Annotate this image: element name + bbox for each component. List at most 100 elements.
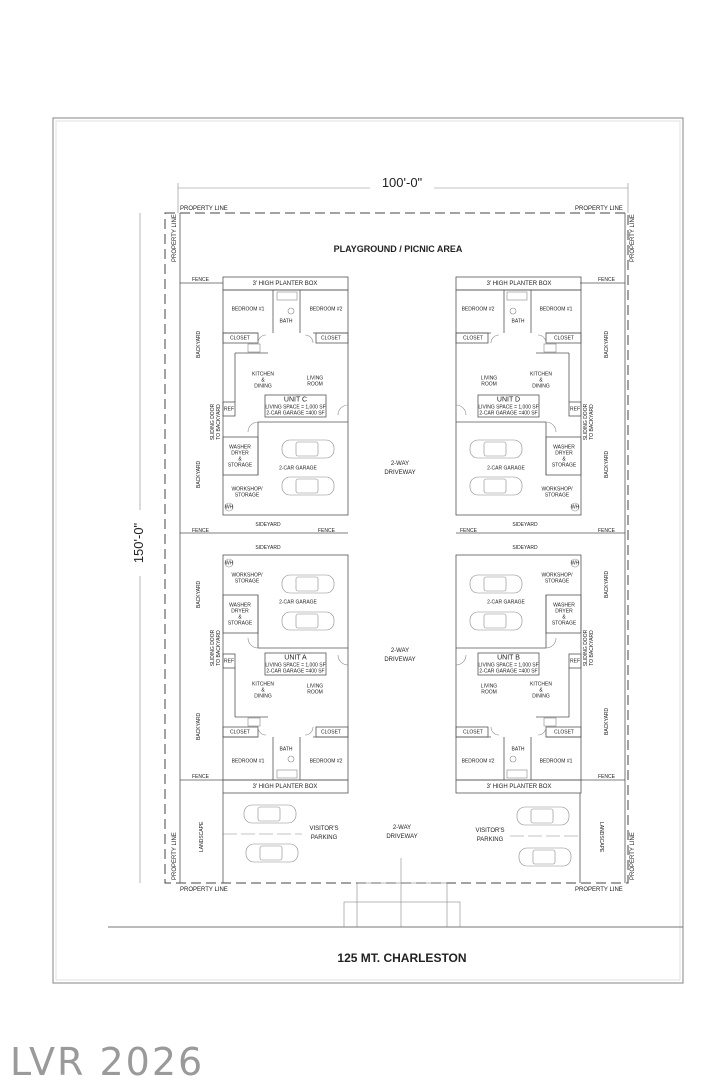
fence-label: FENCE: [318, 528, 336, 534]
workshop-label: WORKSHOP/: [231, 572, 263, 578]
car-icon: [281, 611, 335, 631]
living-room-label: ROOM: [307, 689, 323, 695]
driveway-label: 2-WAY: [391, 648, 409, 654]
property-line-label-tl: PROPERTY LINE: [180, 206, 228, 212]
sideyard-label: SIDEYARD: [512, 522, 538, 528]
bedroom-1-label: BEDROOM #1: [540, 306, 573, 312]
landscape-label: LANDSCAPE: [598, 822, 604, 853]
garage-label: 2-CAR GARAGE: [279, 599, 317, 605]
water-heater-label: WH: [225, 504, 234, 510]
washer-label: STORAGE: [552, 620, 577, 626]
living-room-label: LIVING: [307, 375, 324, 381]
ref-label: REF: [570, 658, 580, 664]
closet-label: CLOSET: [554, 335, 574, 341]
car-icon: [469, 611, 523, 631]
fence-label: FENCE: [598, 277, 616, 283]
water-heater-label: WH: [571, 560, 580, 566]
bedroom-1-label: BEDROOM #1: [232, 758, 265, 764]
kitchen-label: KITCHEN: [252, 371, 274, 377]
backyard-label: BACKYARD: [196, 330, 202, 358]
visitor-car-icon: [518, 847, 572, 867]
closet-label: CLOSET: [230, 729, 250, 735]
living-space-label: LIVING SPACE = 1,000 SF: [265, 404, 325, 410]
water-heater-label: WH: [571, 504, 580, 510]
garage-label: 2-CAR GARAGE: [487, 465, 525, 471]
kitchen-label: DINING: [532, 693, 550, 699]
planter-box-label: 3' HIGH PLANTER BOX: [253, 784, 318, 790]
workshop-label: STORAGE: [235, 492, 260, 498]
car-icon: [469, 574, 523, 594]
depth-dimension-text: 150'-0": [131, 522, 146, 563]
planter-box-label: 3' HIGH PLANTER BOX: [487, 784, 552, 790]
sliding-door-label: TO BACKYARD: [216, 404, 222, 440]
closet-label: CLOSET: [463, 729, 483, 735]
sliding-door-label: TO BACKYARD: [589, 404, 595, 440]
kitchen-label: &: [539, 377, 543, 383]
kitchen-label: DINING: [532, 383, 550, 389]
visitor-car-icon: [516, 806, 570, 826]
backyard-label: BACKYARD: [604, 707, 610, 735]
backyard-label: BACKYARD: [196, 580, 202, 608]
planter-box-label: 3' HIGH PLANTER BOX: [487, 281, 552, 287]
unit-title: UNIT C: [284, 396, 307, 403]
kitchen-label: &: [261, 377, 265, 383]
kitchen-label: &: [539, 687, 543, 693]
washer-label: DRYER: [555, 450, 573, 456]
living-room-label: ROOM: [481, 381, 497, 387]
car-icon: [281, 574, 335, 594]
washer-label: WASHER: [553, 602, 575, 608]
bedroom-1-label: BEDROOM #1: [232, 306, 265, 312]
living-room-label: ROOM: [307, 381, 323, 387]
sideyard-label: SIDEYARD: [255, 545, 281, 551]
kitchen-label: DINING: [254, 693, 272, 699]
unit-title: UNIT A: [284, 654, 307, 661]
kitchen-label: DINING: [254, 383, 272, 389]
living-space-label: LIVING SPACE = 1,000 SF: [265, 662, 325, 668]
property-line-label-bl: PROPERTY LINE: [180, 887, 228, 893]
sliding-door-label: SLIDING DOOR: [210, 403, 216, 440]
car-icon: [469, 476, 523, 496]
washer-label: &: [562, 456, 566, 462]
kitchen-label: KITCHEN: [530, 371, 552, 377]
closet-label: CLOSET: [321, 335, 341, 341]
driveway-label: 2-WAY: [393, 825, 411, 831]
workshop-label: WORKSHOP/: [231, 486, 263, 492]
living-room-label: LIVING: [481, 375, 498, 381]
landscape-label: LANDSCAPE: [199, 821, 205, 852]
ref-label: REF: [570, 406, 580, 412]
bath-label: BATH: [280, 318, 293, 324]
visitor-parking-label: VISITOR'S: [309, 826, 338, 832]
washer-label: STORAGE: [228, 462, 253, 468]
property-line-label-br: PROPERTY LINE: [575, 887, 623, 893]
closet-label: CLOSET: [554, 729, 574, 735]
bedroom-2-label: BEDROOM #2: [310, 758, 343, 764]
fence-label: FENCE: [460, 528, 478, 534]
washer-label: STORAGE: [552, 462, 577, 468]
depth-dimension: 150'-0": [131, 213, 146, 883]
sliding-door-label: TO BACKYARD: [589, 630, 595, 666]
backyard-label: BACKYARD: [196, 712, 202, 740]
washer-label: WASHER: [229, 602, 251, 608]
bedroom-2-label: BEDROOM #2: [462, 306, 495, 312]
washer-label: WASHER: [229, 444, 251, 450]
driveway-entry: [343, 858, 461, 928]
sliding-door-label: TO BACKYARD: [216, 630, 222, 666]
sideyard-label: SIDEYARD: [255, 522, 281, 528]
workshop-label: STORAGE: [545, 578, 570, 584]
garage-area-label: 2-CAR GARAGE =400 SF: [479, 410, 537, 416]
visitor-parking-label: PARKING: [311, 835, 338, 841]
closet-label: CLOSET: [321, 729, 341, 735]
fences: [180, 282, 625, 781]
playground-label: PLAYGROUND / PICNIC AREA: [334, 244, 463, 254]
car-icon: [469, 439, 523, 459]
planter-box-label: 3' HIGH PLANTER BOX: [253, 281, 318, 287]
closet-label: CLOSET: [463, 335, 483, 341]
visitor-car-icon: [245, 843, 299, 863]
driveway-label: DRIVEWAY: [384, 470, 415, 476]
garage-label: 2-CAR GARAGE: [279, 465, 317, 471]
